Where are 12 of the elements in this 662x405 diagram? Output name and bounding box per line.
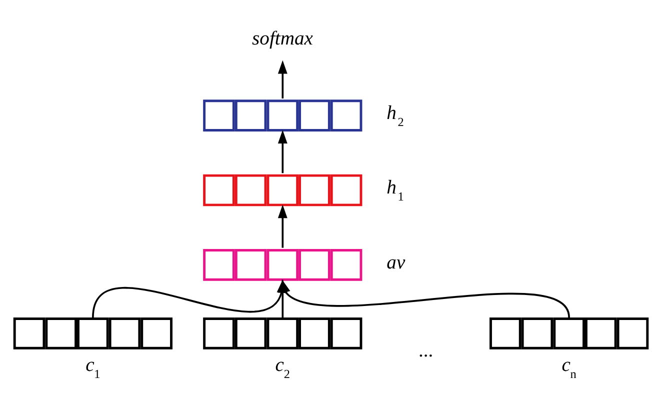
arrow <box>278 204 288 248</box>
node-label: c$_{n}$ <box>562 355 576 382</box>
label: ... <box>418 340 434 362</box>
node-label: h$_{1}$ <box>386 178 404 204</box>
node-label: h$_{2}$ <box>386 103 404 130</box>
node-label: c$_{2}$ <box>275 355 290 382</box>
arrow <box>278 60 288 98</box>
arrow <box>281 279 570 318</box>
node-text: softmax <box>252 28 313 50</box>
node-label: av <box>386 252 406 274</box>
arrow <box>278 130 288 174</box>
node-label: c$_{1}$ <box>86 355 100 382</box>
